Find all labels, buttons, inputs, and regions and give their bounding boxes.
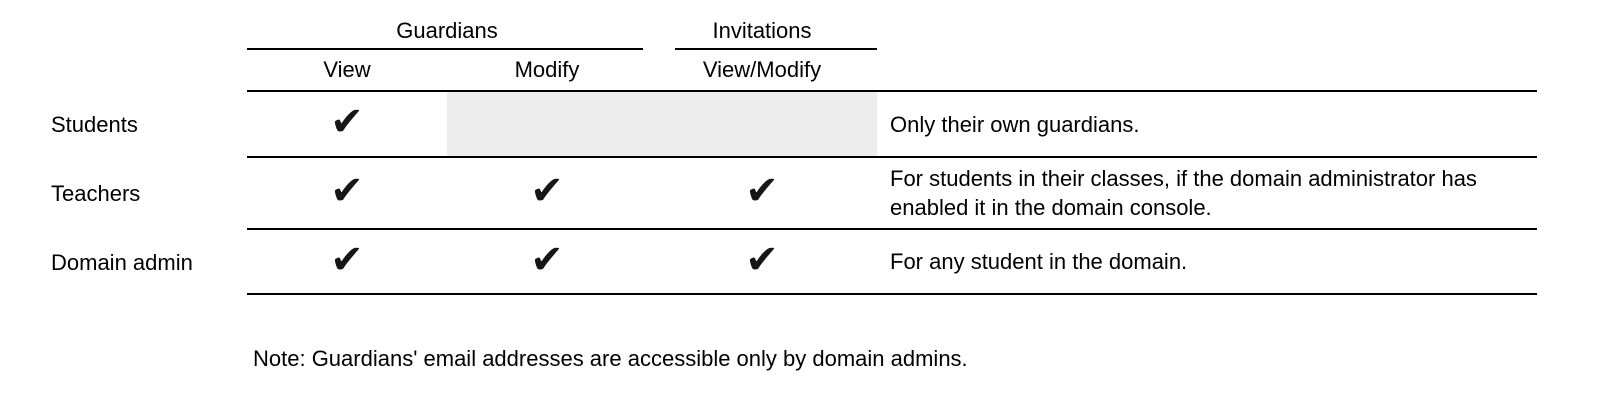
cell-students-modify-viewmodify-disabled — [447, 92, 877, 158]
checkmark-icon: ✔ — [745, 236, 779, 283]
column-group-label: Guardians — [396, 18, 498, 43]
spacer-cell — [48, 50, 247, 92]
spacer-cell — [877, 12, 1537, 50]
column-group-label: Invitations — [712, 18, 812, 43]
row-label-teachers: Teachers — [51, 181, 141, 206]
spacer-cell — [48, 12, 247, 50]
footnote: Note: Guardians' email addresses are acc… — [253, 346, 968, 371]
checkmark-icon: ✔ — [330, 99, 364, 145]
column-group-guardians: Guardians — [247, 12, 647, 50]
cell-domain-admin-modify: ✔ — [447, 230, 647, 295]
checkmark-icon: ✔ — [745, 168, 779, 214]
row-label-students: Students — [51, 112, 138, 137]
checkmark-icon: ✔ — [530, 236, 564, 283]
notes-header-cell — [877, 50, 1537, 92]
checkmark-icon: ✔ — [530, 168, 564, 214]
permissions-table: Guardians Invitations View Modify View/M… — [48, 12, 1537, 295]
cell-teachers-modify: ✔ — [447, 158, 647, 230]
note-students: Only their own guardians. — [877, 92, 1537, 158]
checkmark-icon: ✔ — [330, 168, 364, 214]
invitations-underline — [675, 48, 877, 50]
cell-teachers-view-modify: ✔ — [647, 158, 877, 230]
cell-domain-admin-view: ✔ — [247, 230, 447, 295]
column-header-view-modify: View/Modify — [647, 50, 877, 92]
column-group-invitations: Invitations — [647, 12, 877, 50]
cell-domain-admin-view-modify: ✔ — [647, 230, 877, 295]
column-header-view: View — [247, 50, 447, 92]
cell-teachers-view: ✔ — [247, 158, 447, 230]
column-header-modify: Modify — [447, 50, 647, 92]
guardians-underline — [247, 48, 643, 50]
cell-students-view: ✔ — [247, 92, 447, 158]
note-teachers: For students in their classes, if the do… — [877, 158, 1537, 230]
note-domain-admin: For any student in the domain. — [877, 230, 1537, 295]
row-label-domain-admin: Domain admin — [51, 249, 193, 275]
checkmark-icon: ✔ — [330, 236, 364, 283]
